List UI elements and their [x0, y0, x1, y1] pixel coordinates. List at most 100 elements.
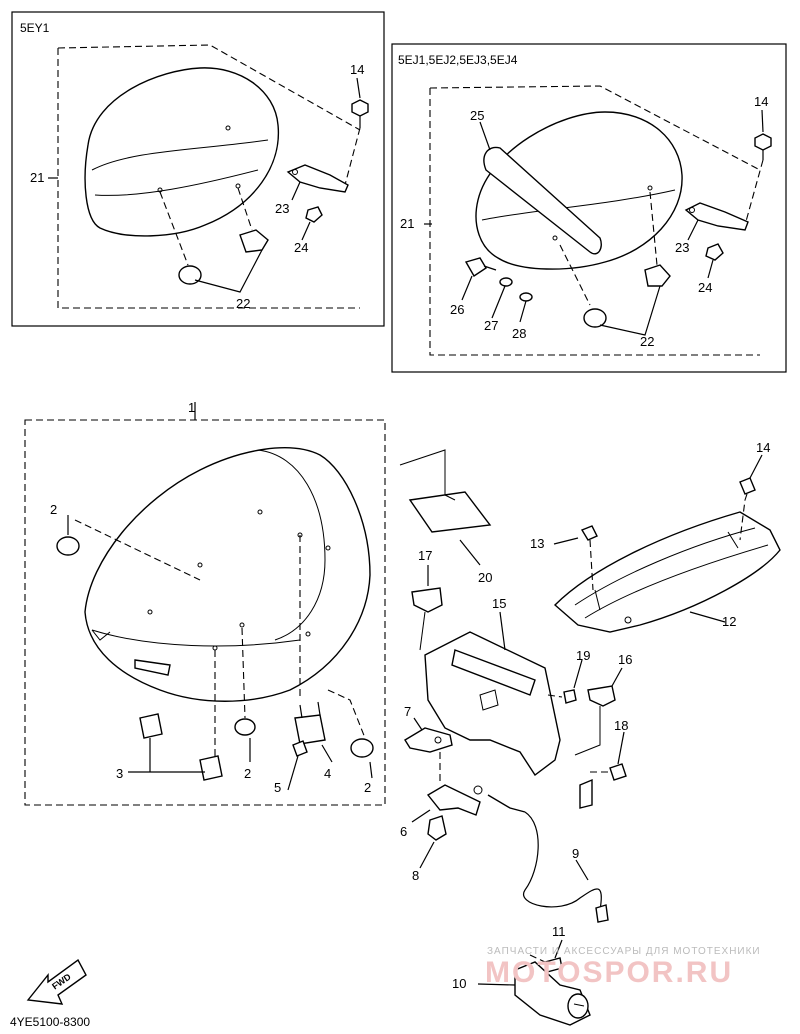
frame-lock-parts: 20 17 15 19 16 12 13 [399, 440, 781, 1026]
damper-2 [234, 718, 256, 736]
callout-2: 2 [244, 766, 251, 781]
callout-20: 20 [478, 570, 492, 585]
callout-6: 6 [400, 824, 407, 839]
screw-19 [563, 689, 577, 704]
callout-27: 27 [484, 318, 498, 333]
clip-nut-3 [199, 755, 223, 781]
callout-25: 25 [470, 108, 484, 123]
assembly-boundary [57, 44, 361, 309]
callout-9: 9 [572, 846, 579, 861]
bolt-8 [427, 815, 447, 841]
callout-13: 13 [530, 536, 544, 551]
watermark: ЗАПЧАСТИ И АКСЕССУАРЫ ДЛЯ МОТОТЕХНИКИ MO… [485, 946, 761, 989]
nut-24 [305, 206, 323, 223]
callout-21: 21 [400, 216, 414, 231]
callout-17: 17 [418, 548, 432, 563]
callout-3: 3 [116, 766, 123, 781]
callout-1: 1 [188, 400, 195, 415]
damper-2 [56, 536, 80, 556]
grab-bar-25 [483, 146, 602, 255]
fwd-arrow-icon [26, 958, 87, 1005]
leader-dash [159, 187, 253, 266]
damper-22 [239, 229, 269, 253]
mount-hole [225, 125, 231, 131]
mount-hole [552, 235, 558, 241]
callout-12: 12 [722, 614, 736, 629]
callout-14: 14 [350, 62, 364, 77]
damper-22 [178, 265, 202, 285]
bolt-14 [754, 133, 772, 151]
seat-seam [481, 189, 676, 221]
main-seat-assembly: 1 2 3 2 5 [24, 400, 386, 806]
callout-23: 23 [675, 240, 689, 255]
screw-11 [544, 957, 563, 973]
callout-4: 4 [324, 766, 331, 781]
carrier-rack-12 [553, 511, 781, 633]
inset-code: 5EY1 [20, 21, 50, 35]
hook-7 [404, 727, 453, 753]
lock-bracket-6 [426, 784, 481, 816]
washer-28 [519, 292, 533, 302]
callout-14: 14 [754, 94, 768, 109]
bolt-26 [464, 257, 487, 277]
tab [579, 778, 593, 809]
callout-15: 15 [492, 596, 506, 611]
callout-16: 16 [618, 652, 632, 667]
damper-2 [350, 738, 374, 758]
callout-23: 23 [275, 201, 289, 216]
callout-2: 2 [50, 502, 57, 517]
seat-lock-cable-9 [522, 811, 602, 911]
callout-10: 10 [452, 976, 466, 991]
bracket-4 [294, 714, 326, 745]
main-seat [84, 447, 371, 702]
inset-frame [11, 11, 385, 327]
callout-22: 22 [236, 296, 250, 311]
bolt-14 [739, 477, 756, 495]
callout-19: 19 [576, 648, 590, 663]
damper-22 [583, 308, 607, 328]
leader-dash [344, 127, 361, 186]
callout-18: 18 [614, 718, 628, 733]
callout-26: 26 [450, 302, 464, 317]
seat-seam [91, 629, 301, 647]
callout-2: 2 [364, 780, 371, 795]
inset-5ej: 5EJ1,5EJ2,5EJ3,5EJ4 [391, 43, 787, 373]
grommet-17 [411, 587, 443, 613]
callout-5: 5 [274, 780, 281, 795]
callout-21: 21 [30, 170, 44, 185]
washer-27 [499, 277, 513, 287]
bracket-23 [684, 202, 749, 231]
seat-seam [257, 449, 326, 641]
plate-slot [451, 649, 536, 696]
callout-28: 28 [512, 326, 526, 341]
callout-8: 8 [412, 868, 419, 883]
bracket-plate-15 [424, 631, 561, 777]
seat-5ej [475, 111, 683, 270]
pad-20 [408, 491, 492, 533]
inset-code: 5EJ1,5EJ2,5EJ3,5EJ4 [398, 53, 518, 67]
bolt-14 [351, 99, 369, 117]
watermark-logo: MOTOSPOR.RU [485, 956, 733, 989]
callout-24: 24 [698, 280, 712, 295]
inset-frame [391, 43, 787, 373]
clip-nut-3 [139, 713, 163, 739]
inset-5ey1: 5EY1 14 21 23 24 22 [11, 11, 385, 327]
screw-5 [292, 740, 308, 757]
seat-hook [134, 659, 171, 676]
watermark-text: ЗАПЧАСТИ И АКСЕССУАРЫ ДЛЯ МОТОТЕХНИКИ [487, 946, 761, 957]
assembly-boundary [24, 419, 386, 806]
callout-11: 11 [552, 924, 566, 939]
seat-seam [91, 139, 269, 171]
damper-22 [644, 264, 671, 287]
assembly-boundary [429, 85, 761, 356]
seat-5ey1 [84, 67, 280, 237]
seat-seam [94, 169, 259, 196]
cable-end [487, 794, 526, 813]
bracket-23 [286, 164, 349, 193]
callout-24: 24 [294, 240, 308, 255]
callout-14: 14 [756, 440, 770, 455]
drawing-code: 4YE5100-8300 [10, 1015, 90, 1029]
fwd-arrow: FWD [26, 958, 87, 1005]
callout-22: 22 [640, 334, 654, 349]
